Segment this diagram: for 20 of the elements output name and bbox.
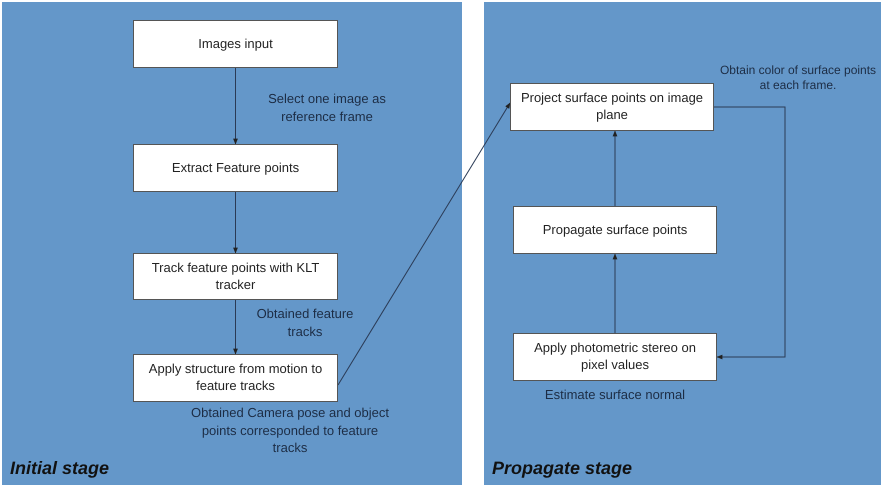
arrow bbox=[233, 192, 238, 254]
stage-heading: Propagate stage bbox=[492, 458, 632, 479]
process-box: Apply photometric stereo on pixel values bbox=[513, 333, 717, 381]
arrow bbox=[233, 68, 238, 145]
arrow bbox=[714, 106, 786, 360]
process-box: Extract Feature points bbox=[133, 144, 338, 192]
process-box: Track feature points with KLT tracker bbox=[133, 253, 338, 300]
stage-panel bbox=[2, 2, 462, 485]
process-box: Images input bbox=[133, 20, 338, 68]
arrow bbox=[233, 300, 238, 355]
stage-heading: Initial stage bbox=[10, 458, 110, 479]
step-note: Estimate surface normal bbox=[544, 386, 686, 404]
process-box: Apply structure from motion to feature tracks bbox=[133, 354, 338, 402]
arrow bbox=[338, 102, 510, 386]
process-box: Propagate surface points bbox=[513, 206, 717, 254]
process-box: Project surface points on image plane bbox=[510, 83, 714, 131]
arrow bbox=[612, 253, 618, 334]
stage-panel bbox=[484, 2, 881, 485]
step-note: Obtained Camera pose and object points corresponded to feature tracks bbox=[190, 404, 390, 457]
arrow bbox=[612, 130, 618, 206]
